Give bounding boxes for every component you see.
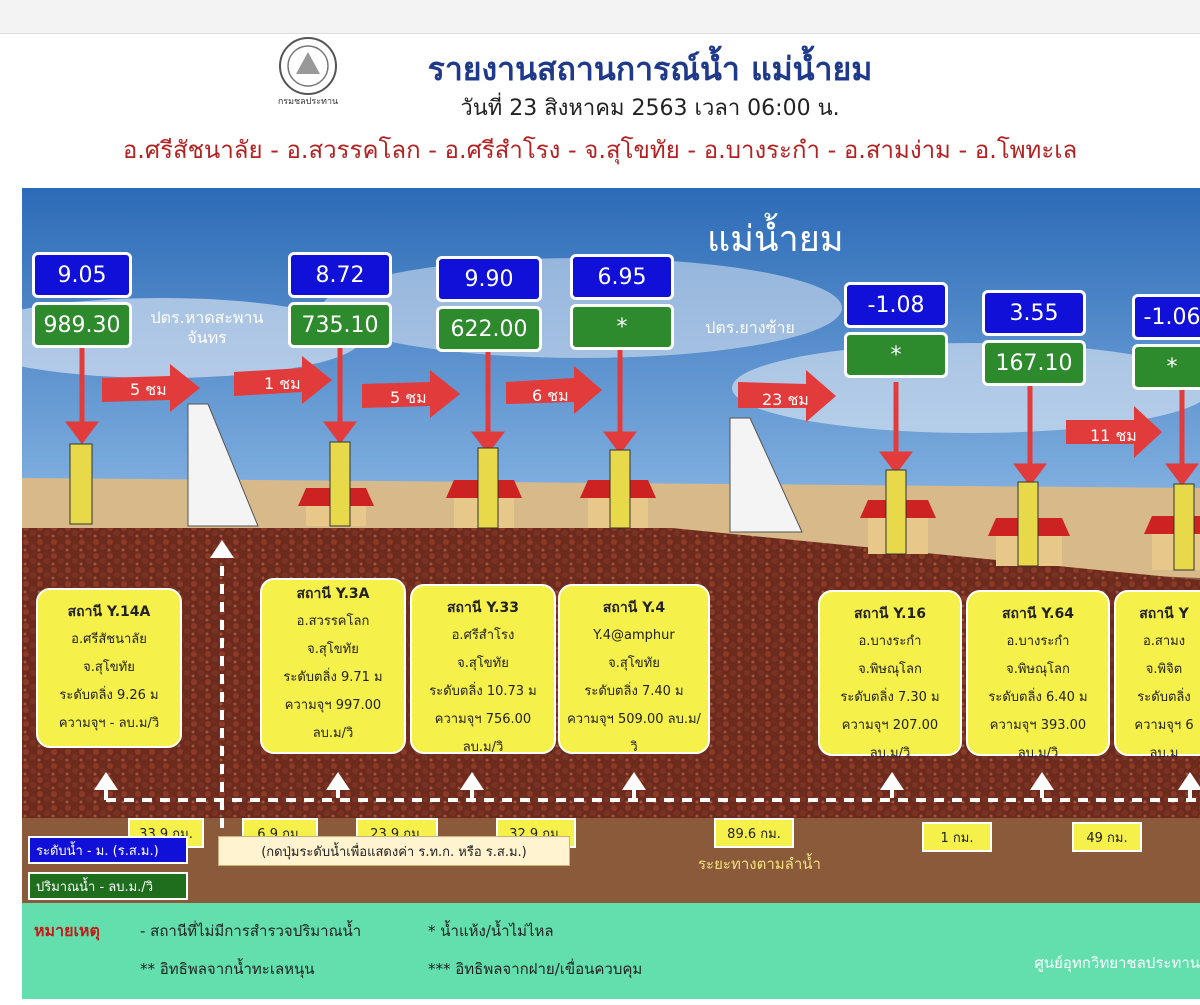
river-schematic: แม่น้ำยม ปตร.หาดสะพาน จันทร ปตร.ยางซ้าย …	[22, 188, 1200, 903]
travel-time-label: 23 ชม	[762, 390, 809, 409]
station-district: อ.บางระกำ	[858, 634, 922, 649]
station-title: สถานี Y.33	[447, 600, 519, 616]
emblem-label: กรมชลประทาน	[277, 97, 339, 107]
remark-no-survey: - สถานีที่ไม่มีการสำรวจปริมาณน้ำ	[140, 922, 362, 940]
station-bank-level: ระดับตลิ่ง	[1137, 690, 1191, 705]
station-card-y3a[interactable]: สถานี Y.3A อ.สวรรคโลก จ.สุโขทัย ระดับตลิ…	[260, 578, 406, 754]
hydrology-center-label: ศูนย์อุทกวิทยาชลประทาน	[1034, 954, 1200, 972]
station-bank-level: ระดับตลิ่ง 10.73 ม	[429, 684, 537, 699]
station-capacity: ความจุฯ 509.00 ลบ.ม/	[567, 712, 701, 727]
station-district: อ.บางระกำ	[1006, 634, 1070, 649]
station-card-y33[interactable]: สถานี Y.33 อ.ศรีสำโรง จ.สุโขทัย ระดับตลิ…	[410, 584, 556, 755]
water-flow-value: 989.30	[32, 302, 132, 348]
water-level-button[interactable]: 8.72	[288, 252, 392, 298]
travel-time-label: 5 ชม	[390, 388, 427, 407]
water-flow-value: *	[844, 332, 948, 378]
water-level-button[interactable]: 9.90	[436, 256, 542, 302]
station-capacity: ความจุฯ 6	[1134, 718, 1194, 733]
station-card-partial[interactable]: สถานี Y อ.สามง จ.พิจิต ระดับตลิ่ง ความจุ…	[1114, 590, 1200, 761]
travel-time-label: 1 ชม	[264, 374, 301, 393]
station-district: Y.4@amphur	[593, 628, 675, 643]
station-capacity: ความจุฯ 997.00	[284, 698, 382, 713]
remarks-panel: หมายเหตุ - สถานีที่ไม่มีการสำรวจปริมาณน้…	[22, 903, 1200, 999]
department-emblem-icon	[279, 37, 337, 95]
water-flow-value: 735.10	[288, 302, 392, 348]
station-bank-level: ระดับตลิ่ง 6.40 ม	[988, 690, 1088, 705]
station-province: จ.สุโขทัย	[457, 656, 509, 671]
water-level-button[interactable]: 6.95	[570, 254, 674, 300]
station-capacity-unit: ลบ.ม/วิ	[869, 746, 911, 761]
water-level-button[interactable]: 3.55	[982, 290, 1086, 336]
station-title: สถานี Y.64	[1002, 606, 1074, 622]
remark-dry: * น้ำแห้ง/น้ำไม่ไหล	[428, 922, 554, 940]
station-capacity-unit: ลบ.ม/วิ	[312, 726, 354, 741]
station-province: จ.สุโขทัย	[83, 660, 135, 675]
station-district: อ.สวรรคโลก	[296, 614, 370, 629]
dam-name-yang-sai: ปตร.ยางซ้าย	[705, 318, 795, 337]
legend-water-level: ระดับน้ำ - ม. (ร.ส.ม.)	[28, 836, 188, 864]
toggle-hint: (กดปุ่มระดับน้ำเพื่อแสดงค่า ร.ท.ก. หรือ …	[218, 836, 570, 866]
travel-time-label: 11 ชม	[1090, 426, 1137, 445]
remark-weir-influence: *** อิทธิพลจากฝาย/เขื่อนควบคุม	[428, 960, 643, 978]
route-up-arrows	[94, 540, 1200, 790]
dam-icon	[187, 403, 259, 527]
legend-water-flow: ปริมาณน้ำ - ลบ.ม./วิ	[28, 872, 188, 900]
station-card-y4[interactable]: สถานี Y.4 Y.4@amphur จ.สุโขทัย ระดับตลิ่…	[558, 584, 710, 755]
station-district: อ.สามง	[1142, 634, 1186, 649]
water-level-button[interactable]: -1.08	[844, 282, 948, 328]
water-level-button[interactable]: -1.06	[1132, 294, 1200, 340]
station-province: จ.พิษณุโลก	[858, 662, 922, 677]
station-title: สถานี Y.3A	[296, 586, 370, 602]
station-province: จ.สุโขทัย	[608, 656, 660, 671]
travel-time-label: 5 ชม	[130, 380, 167, 399]
station-capacity-unit: ลบ.ม/วิ	[462, 740, 504, 755]
station-buildings	[69, 441, 1200, 571]
distance-label: 89.6 กม.	[714, 818, 794, 848]
station-capacity: ความจุฯ 393.00	[989, 718, 1087, 733]
station-capacity-unit: ลบ.ม	[1149, 746, 1179, 761]
station-title: สถานี Y.4	[602, 600, 666, 616]
remarks-title: หมายเหตุ	[34, 921, 100, 940]
station-title: สถานี Y.14A	[67, 604, 151, 620]
water-flow-value: 167.10	[982, 340, 1086, 386]
river-name: แม่น้ำยม	[707, 219, 844, 260]
station-card-y16[interactable]: สถานี Y.16 อ.บางระกำ จ.พิษณุโลก ระดับตลิ…	[818, 590, 962, 761]
remark-sea-influence: ** อิทธิพลจากน้ำทะเลหนุน	[140, 960, 315, 978]
browser-top-bar	[0, 0, 1200, 34]
station-capacity: ความจุฯ 207.00	[841, 718, 939, 733]
water-flow-value: *	[1132, 344, 1200, 390]
station-title: สถานี Y.16	[854, 606, 926, 622]
page-title: รายงานสถานการณ์น้ำ แม่น้ำยม	[427, 50, 873, 88]
station-bank-level: ระดับตลิ่ง 7.40 ม	[584, 684, 684, 699]
station-province: จ.พิจิต	[1145, 662, 1183, 677]
station-capacity-unit: วิ	[630, 740, 638, 755]
station-capacity: ความจุฯ - ลบ.ม/วิ	[58, 716, 160, 731]
station-province: จ.พิษณุโลก	[1006, 662, 1070, 677]
station-title: สถานี Y	[1139, 606, 1189, 622]
water-level-button[interactable]: 9.05	[32, 252, 132, 298]
station-bank-level: ระดับตลิ่ง 7.30 ม	[840, 690, 940, 705]
travel-time-arrows	[102, 356, 1162, 458]
water-flow-value: *	[570, 304, 674, 350]
travel-time-label: 6 ชม	[532, 386, 569, 405]
distance-label: 49 กม.	[1072, 822, 1142, 852]
station-capacity: ความจุฯ 756.00	[434, 712, 532, 727]
station-card-y14a[interactable]: สถานี Y.14A อ.ศรีสัชนาลัย จ.สุโขทัย ระดั…	[36, 588, 182, 748]
station-bank-level: ระดับตลิ่ง 9.26 ม	[59, 688, 159, 703]
station-capacity-unit: ลบ.ม/วิ	[1017, 746, 1059, 761]
report-date: วันที่ 23 สิงหาคม 2563 เวลา 06:00 น.	[460, 96, 840, 121]
station-district: อ.ศรีสำโรง	[451, 628, 515, 643]
distance-along-river-label: ระยะทางตามลำน้ำ	[698, 855, 821, 873]
gauge-arrows	[65, 343, 1199, 487]
dam-icon	[729, 417, 803, 533]
station-district: อ.ศรีสัชนาลัย	[71, 632, 147, 647]
district-list: อ.ศรีสัชนาลัย - อ.สวรรคโลก - อ.ศรีสำโรง …	[122, 136, 1078, 164]
station-bank-level: ระดับตลิ่ง 9.71 ม	[283, 670, 383, 685]
station-province: จ.สุโขทัย	[307, 642, 359, 657]
station-card-y64[interactable]: สถานี Y.64 อ.บางระกำ จ.พิษณุโลก ระดับตลิ…	[966, 590, 1110, 761]
water-flow-value: 622.00	[436, 306, 542, 352]
dam-name-hat-saphan-chan: ปตร.หาดสะพาน จันทร	[150, 308, 264, 347]
distance-label: 1 กม.	[922, 822, 992, 852]
